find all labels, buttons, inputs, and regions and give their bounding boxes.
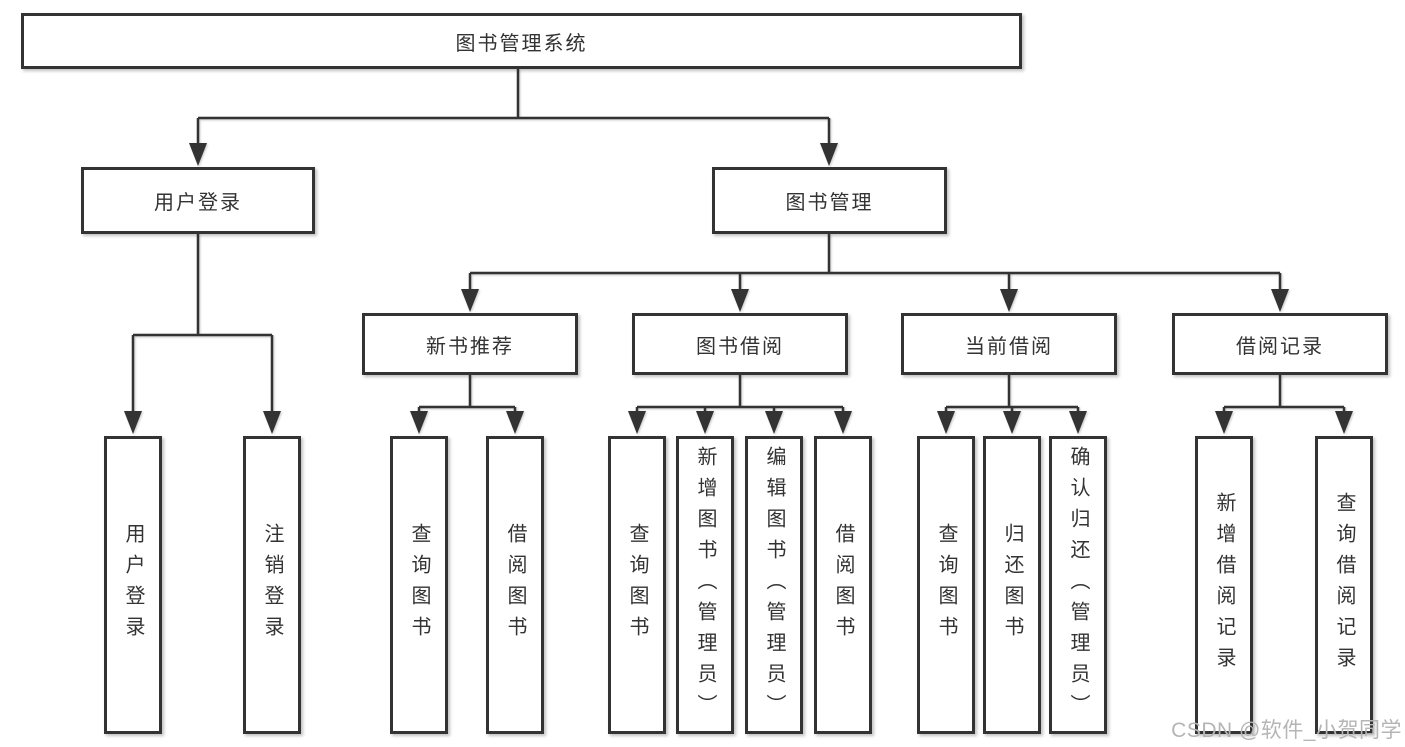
- leaf-query-borrow-record: 查询借阅记录: [1315, 436, 1373, 734]
- leaf-logout-label: 注销登录: [261, 523, 283, 647]
- node-user-login-label: 用户登录: [154, 192, 242, 214]
- leaf-add-book-admin-label: 新增图书（管理员）: [694, 445, 716, 725]
- leaf-user-login: 用户登录: [104, 436, 162, 734]
- node-current-borrow: 当前借阅: [901, 313, 1117, 375]
- node-borrow-records: 借阅记录: [1172, 313, 1388, 375]
- leaf-query-books-borrow-label: 查询图书: [626, 523, 648, 647]
- node-borrow-records-label: 借阅记录: [1236, 335, 1324, 358]
- leaf-query-books-recommend: 查询图书: [390, 436, 448, 734]
- arrowheads: [124, 143, 1353, 434]
- leaf-edit-book-admin-label: 编辑图书（管理员）: [763, 445, 785, 725]
- node-root-system: 图书管理系统: [21, 13, 1022, 69]
- node-new-book-recommend: 新书推荐: [362, 313, 578, 375]
- leaf-confirm-return-admin: 确认归还（管理员）: [1049, 436, 1107, 734]
- node-book-borrow-label: 图书借阅: [696, 335, 784, 358]
- watermark: CSDN @软件_小贺同学: [1171, 719, 1402, 742]
- leaf-query-books-current: 查询图书: [917, 436, 975, 734]
- leaf-borrow-books: 借阅图书: [814, 436, 872, 734]
- leaf-borrow-books-recommend-label: 借阅图书: [504, 523, 526, 647]
- leaf-user-login-label: 用户登录: [122, 523, 144, 647]
- leaf-borrow-books-recommend: 借阅图书: [486, 436, 544, 734]
- leaf-return-book: 归还图书: [983, 436, 1041, 734]
- leaf-query-books-current-label: 查询图书: [935, 523, 957, 647]
- leaf-query-borrow-record-label: 查询借阅记录: [1333, 492, 1355, 678]
- leaf-confirm-return-admin-label: 确认归还（管理员）: [1067, 445, 1089, 725]
- leaf-logout: 注销登录: [243, 436, 301, 734]
- leaf-add-borrow-record-label: 新增借阅记录: [1213, 492, 1235, 678]
- leaf-query-books-recommend-label: 查询图书: [408, 523, 430, 647]
- node-user-login: 用户登录: [81, 167, 315, 234]
- leaf-return-book-label: 归还图书: [1001, 523, 1023, 647]
- leaf-edit-book-admin: 编辑图书（管理员）: [745, 436, 803, 734]
- node-book-management-label: 图书管理: [785, 192, 874, 214]
- node-book-borrow: 图书借阅: [632, 313, 848, 375]
- node-book-management: 图书管理: [712, 167, 947, 234]
- node-new-book-recommend-label: 新书推荐: [426, 335, 514, 358]
- node-root-label: 图书管理系统: [455, 32, 588, 55]
- leaf-add-book-admin: 新增图书（管理员）: [676, 436, 734, 734]
- leaf-query-books-borrow: 查询图书: [608, 436, 666, 734]
- leaf-borrow-books-label: 借阅图书: [832, 523, 854, 647]
- leaf-add-borrow-record: 新增借阅记录: [1195, 436, 1253, 734]
- node-current-borrow-label: 当前借阅: [965, 335, 1053, 358]
